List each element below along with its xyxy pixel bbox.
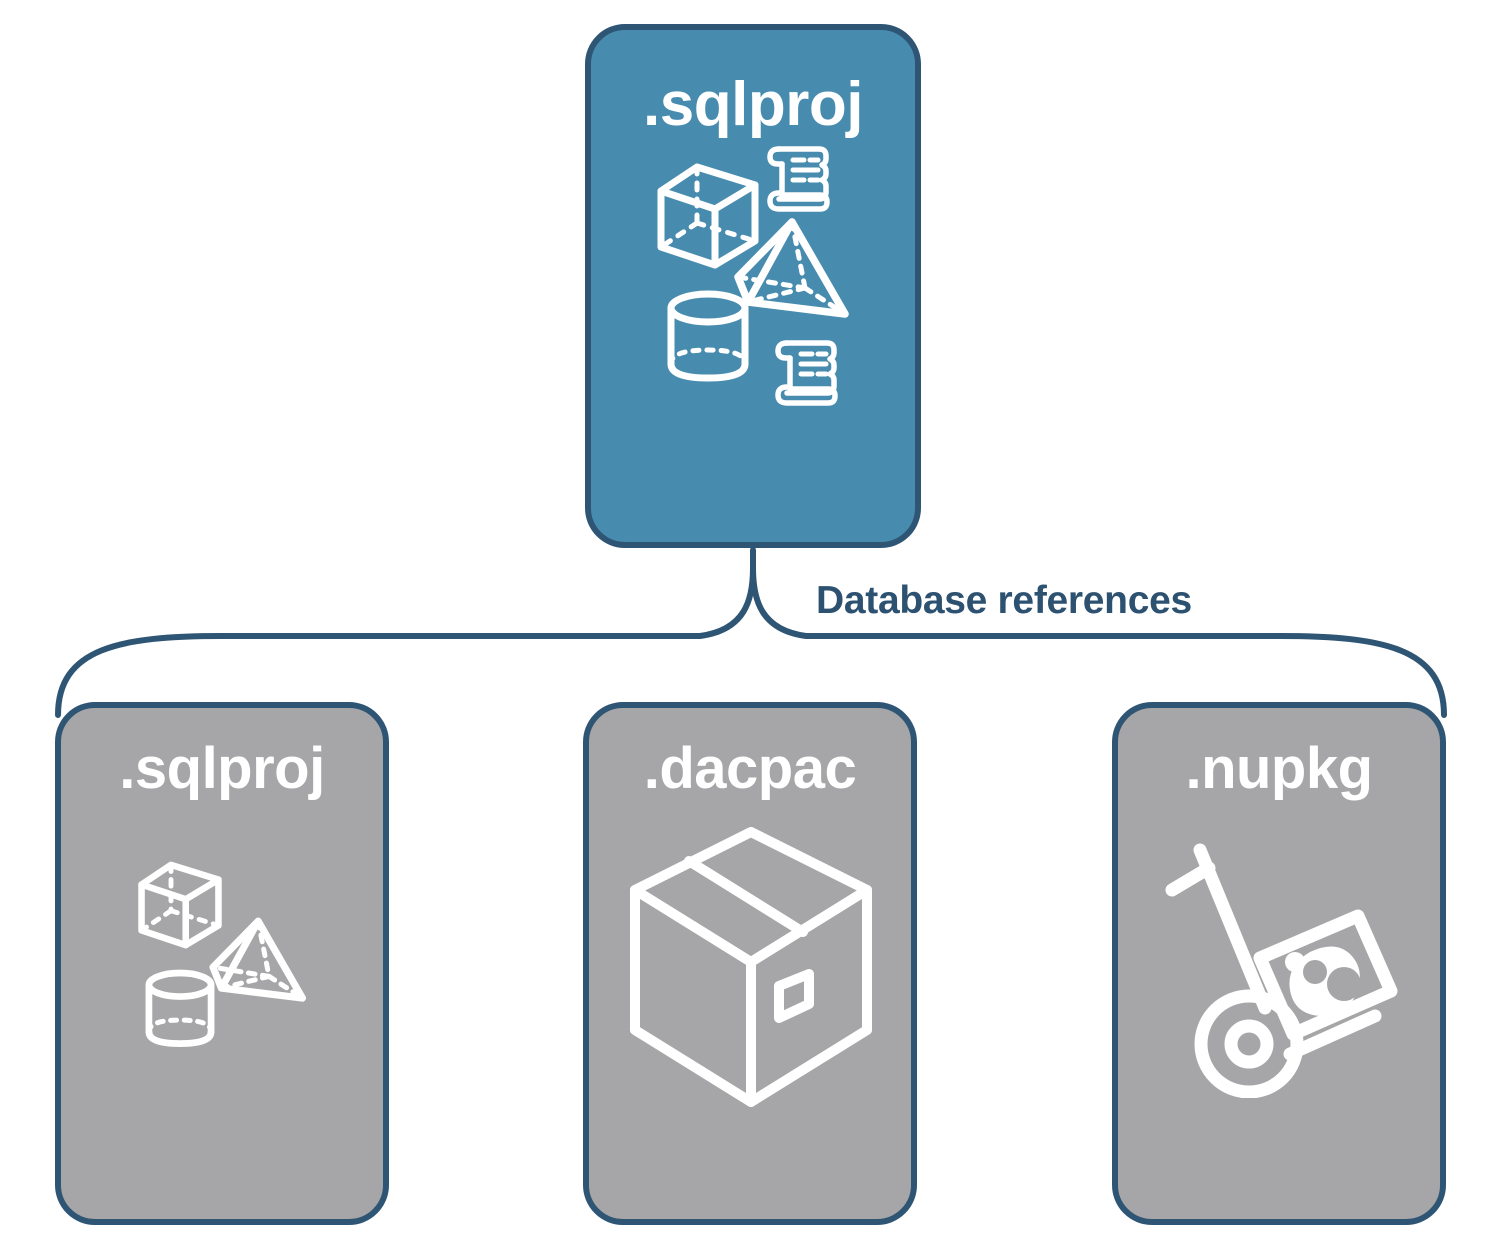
node-icon-group-dacpac xyxy=(589,798,911,1219)
node-icon-group-source xyxy=(591,136,915,542)
wireframe-cube-icon xyxy=(138,861,222,949)
node-icon-group-sqlproj-reference xyxy=(61,798,383,1219)
node-title-sqlproj-reference: .sqlproj xyxy=(119,736,325,801)
node-sqlproj-reference[interactable]: .sqlproj xyxy=(55,702,389,1225)
wireframe-cylinder-icon xyxy=(667,290,749,382)
node-title-dacpac: .dacpac xyxy=(643,736,857,801)
wireframe-pyramid-icon xyxy=(209,917,307,1002)
scroll-icon xyxy=(767,146,830,212)
node-nupkg[interactable]: .nupkg xyxy=(1112,702,1446,1225)
node-sqlproj-source[interactable]: .sqlproj xyxy=(585,24,921,548)
node-dacpac[interactable]: .dacpac xyxy=(583,702,917,1225)
scroll-icon xyxy=(775,340,838,406)
wireframe-pyramid-icon xyxy=(734,218,849,318)
wireframe-cylinder-icon xyxy=(145,969,215,1047)
node-title-sqlproj-source: .sqlproj xyxy=(643,70,863,139)
node-icon-group-nupkg xyxy=(1118,798,1440,1219)
connector-label-database-references: Database references xyxy=(816,579,1192,622)
hand-truck-package-icon xyxy=(1165,843,1398,1098)
node-title-nupkg: .nupkg xyxy=(1185,736,1373,801)
shipping-box-icon xyxy=(630,827,872,1107)
database-references-brace xyxy=(55,547,1447,718)
wireframe-cube-icon xyxy=(657,163,759,269)
